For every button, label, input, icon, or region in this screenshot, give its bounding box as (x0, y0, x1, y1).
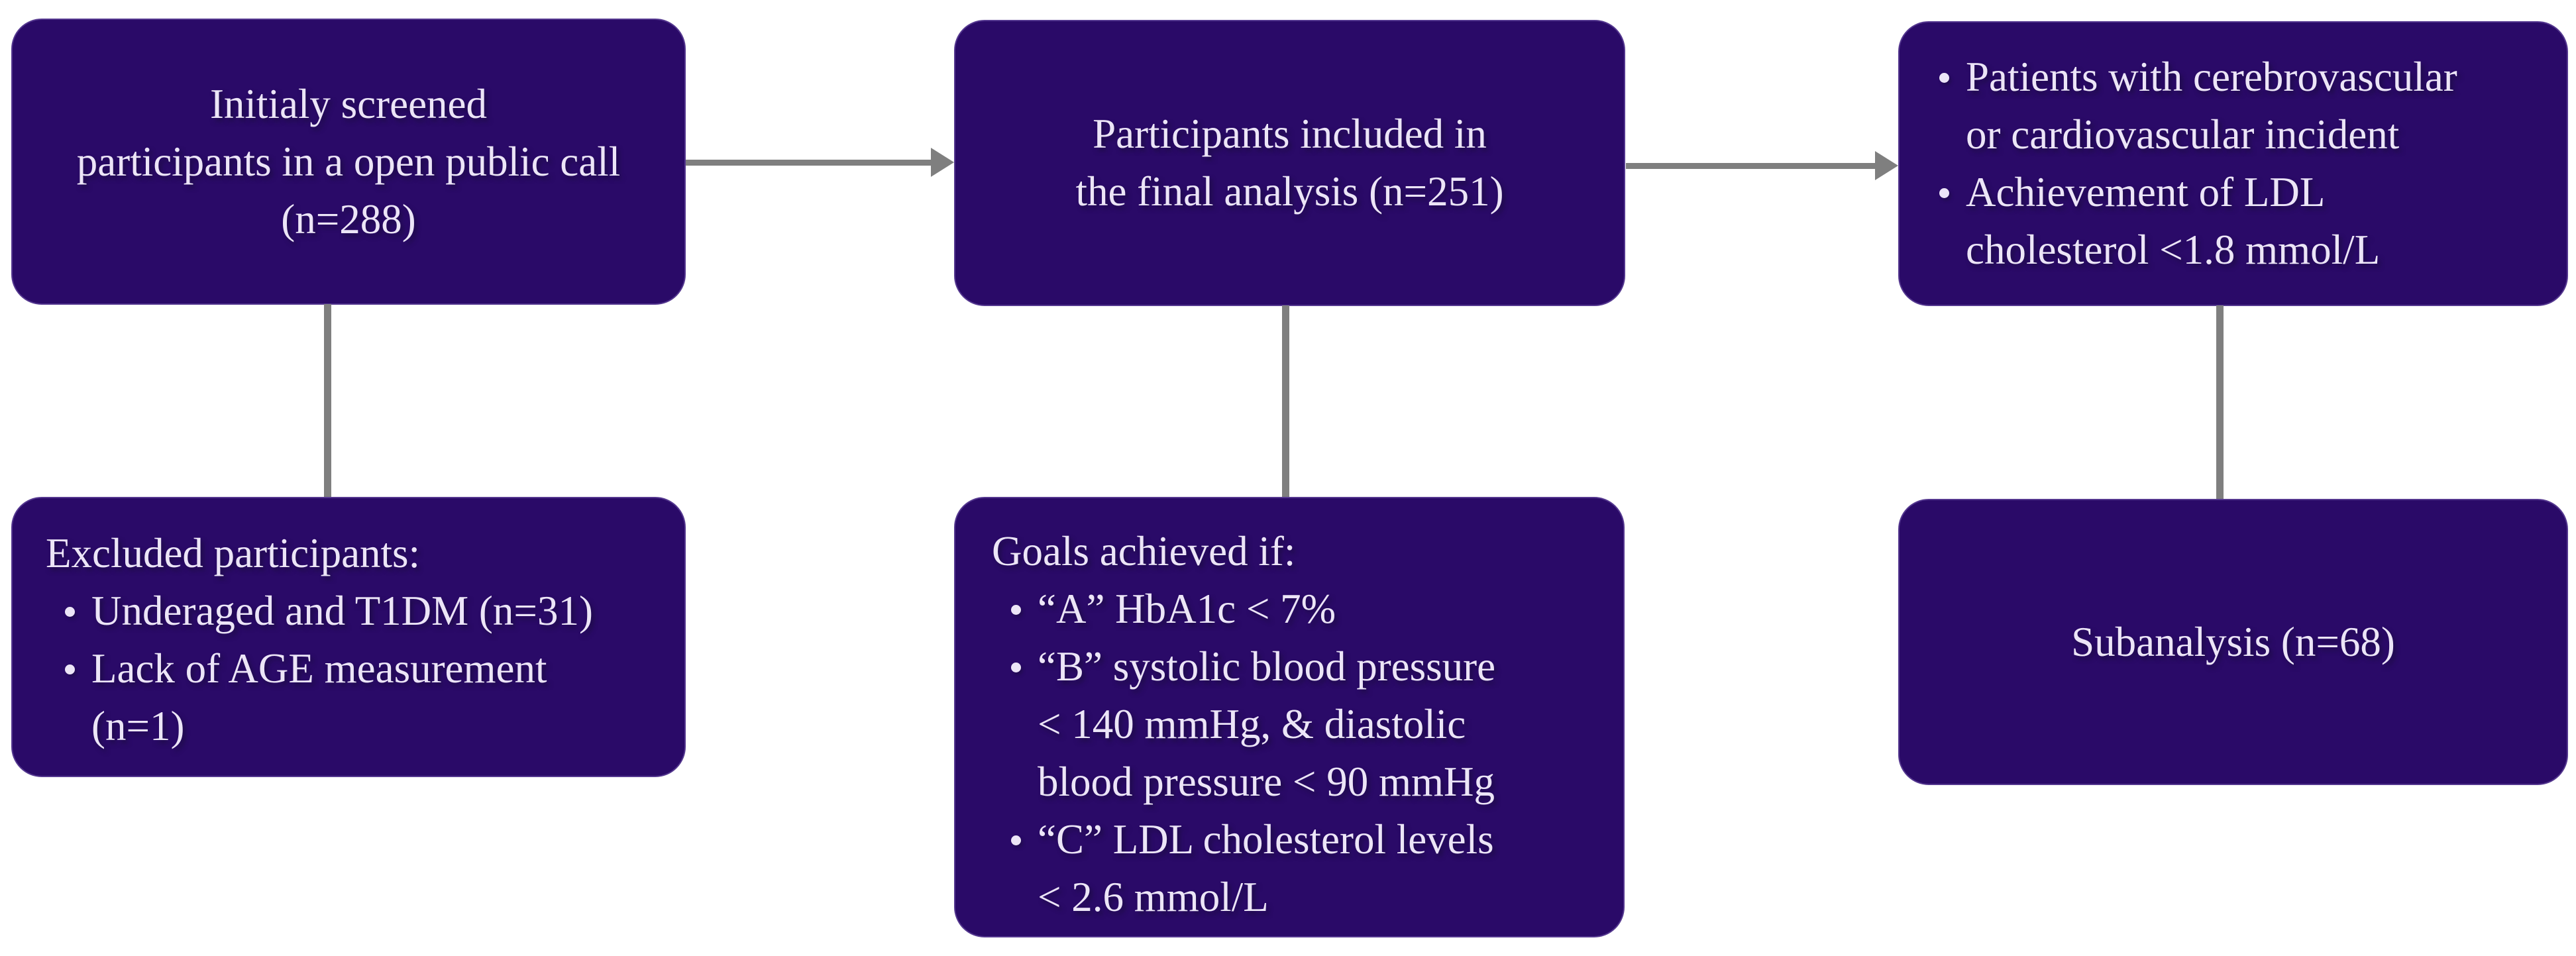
box-initially-screened: Initialy screened participants in a open… (11, 19, 686, 305)
list-item: “B” systolic blood pressure < 140 mmHg, … (1011, 638, 1610, 811)
goals-bullet-b: “B” systolic blood pressure < 140 mmHg, … (1038, 643, 1496, 805)
connector-included-to-goals (1282, 305, 1289, 497)
arrow-screened-to-included (686, 148, 954, 177)
box-included-final-analysis: Participants included in the final analy… (954, 20, 1625, 306)
arrow-shaft (686, 160, 937, 166)
connector-screened-to-excluded (324, 304, 331, 497)
bullet-icon (1939, 188, 1949, 198)
box-goals-achieved: Goals achieved if: “A” HbA1c < 7% “B” sy… (954, 497, 1625, 937)
goals-bullet-a: “A” HbA1c < 7% (1038, 586, 1336, 632)
connector-criteria-to-subanalysis (2216, 305, 2224, 499)
bullet-icon (65, 607, 75, 617)
list-item: Patients with cerebrovascular or cardiov… (1939, 48, 2547, 164)
excluded-header: Excluded participants: (46, 530, 421, 576)
list-item: Achievement of LDL cholesterol <1.8 mmol… (1939, 164, 2547, 279)
bullet-icon (1011, 663, 1021, 672)
excluded-bullet-1: Underaged and T1DM (n=31) (91, 588, 593, 634)
bullet-icon (65, 664, 75, 674)
box-subanalysis: Subanalysis (n=68) (1898, 499, 2568, 785)
arrow-included-to-criteria (1626, 151, 1898, 180)
arrowhead-right-icon (931, 148, 954, 177)
arrow-shaft (1626, 163, 1881, 169)
bullet-icon (1939, 73, 1949, 83)
list-item: Underaged and T1DM (n=31) (65, 582, 665, 640)
arrowhead-right-icon (1875, 151, 1898, 180)
criteria-bullet-2: Achievement of LDL cholesterol <1.8 mmol… (1966, 169, 2381, 273)
box-included-final-analysis-text: Participants included in the final analy… (1075, 111, 1504, 215)
list-item: “A” HbA1c < 7% (1011, 580, 1610, 638)
box-subanalysis-text: Subanalysis (n=68) (2071, 618, 2395, 665)
box-initially-screened-text: Initialy screened participants in a open… (76, 80, 621, 242)
goals-bullet-c: “C” LDL cholesterol levels < 2.6 mmol/L (1038, 816, 1494, 920)
box-subanalysis-criteria: Patients with cerebrovascular or cardiov… (1898, 21, 2568, 306)
criteria-bullet-1: Patients with cerebrovascular or cardiov… (1966, 54, 2457, 158)
goals-header: Goals achieved if: (992, 528, 1296, 574)
list-item: Lack of AGE measurement (n=1) (65, 640, 665, 755)
excluded-bullet-2: Lack of AGE measurement (n=1) (91, 645, 547, 749)
bullet-icon (1011, 605, 1021, 615)
bullet-icon (1011, 835, 1021, 845)
box-excluded-participants: Excluded participants: Underaged and T1D… (11, 497, 686, 777)
list-item: “C” LDL cholesterol levels < 2.6 mmol/L (1011, 811, 1610, 926)
